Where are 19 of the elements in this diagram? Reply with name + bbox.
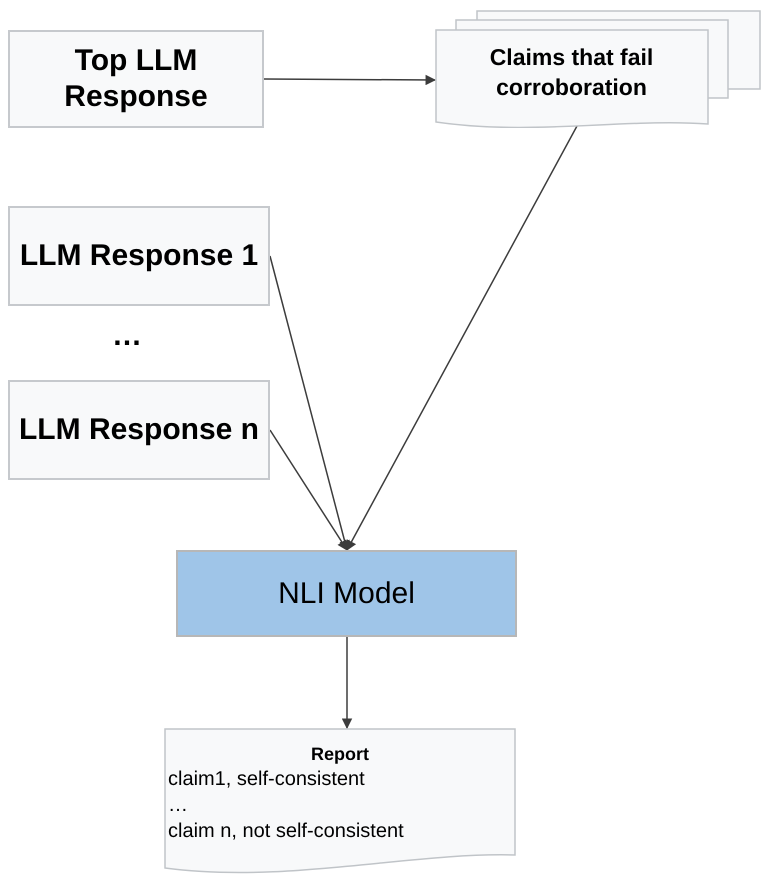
report-line: claim n, not self-consistent bbox=[168, 819, 404, 844]
arrow bbox=[342, 637, 352, 730]
arrow bbox=[269, 430, 348, 551]
box-label: LLM Response 1 bbox=[18, 238, 260, 274]
process-box bbox=[8, 206, 270, 306]
box-label: Claims that fail corroboration bbox=[488, 43, 654, 102]
report-line: … bbox=[168, 793, 188, 818]
box-label: NLI Model bbox=[278, 576, 415, 612]
document-stack bbox=[435, 10, 761, 128]
process-box bbox=[176, 550, 517, 637]
process-box bbox=[8, 30, 264, 128]
process-box bbox=[8, 380, 270, 480]
report-heading: Report bbox=[311, 743, 369, 766]
arrow bbox=[346, 126, 578, 551]
box-label: LLM Response n bbox=[18, 412, 260, 448]
report-line: claim1, self-consistent bbox=[168, 767, 365, 792]
arrow bbox=[264, 74, 436, 86]
box-label: Top LLM Response bbox=[63, 43, 209, 115]
ellipsis-label: … bbox=[112, 318, 142, 354]
